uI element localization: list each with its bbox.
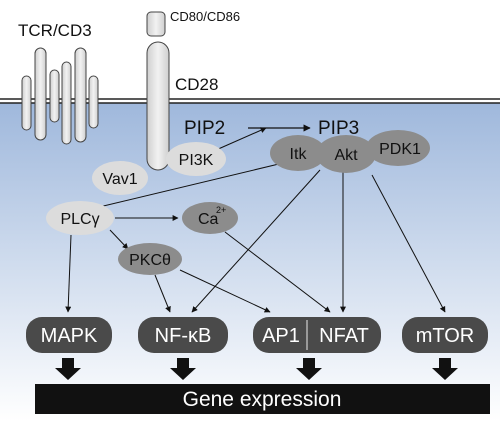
akt-node — [316, 135, 376, 173]
tcr-cd3-receptor — [21, 47, 99, 145]
transcription-factors: MAPK NF-κB AP1 NFAT mTOR — [26, 317, 488, 353]
cd80-label: CD80/CD86 — [170, 9, 240, 24]
mapk-box — [26, 317, 112, 353]
nfat-label: NFAT — [319, 325, 369, 347]
mtor-label: mTOR — [416, 325, 475, 347]
calcium-label: Ca — [198, 211, 219, 228]
pdk1-label: PDK1 — [379, 141, 421, 158]
block-arrows — [55, 358, 458, 380]
gene-expression-bar — [35, 384, 490, 414]
pi3k-label: PI3K — [179, 152, 214, 169]
gene-expression-label: Gene expression — [183, 388, 342, 411]
pkc-theta-label: PKCθ — [129, 252, 171, 269]
calcium-node — [182, 202, 238, 234]
cd28-receptor — [146, 41, 170, 171]
nfkb-label: NF-κB — [155, 325, 212, 347]
signal-arrows — [65, 127, 446, 313]
mtor-box — [402, 317, 488, 353]
ap1-label: AP1 — [262, 325, 300, 347]
ap1-nfat-box — [253, 317, 381, 353]
itk-node — [270, 135, 326, 171]
cd80-ligand — [146, 11, 166, 37]
plcg-node — [46, 201, 114, 235]
calcium-superscript: 2+ — [216, 205, 226, 215]
tcr-label: TCR/CD3 — [18, 21, 92, 40]
vav1-node — [92, 161, 148, 195]
pip2-label: PIP2 — [184, 118, 225, 139]
mapk-label: MAPK — [41, 325, 98, 347]
cd28-label: CD28 — [175, 75, 218, 94]
vav1-label: Vav1 — [102, 171, 137, 188]
pdk1-node — [366, 130, 430, 166]
pi3k-node — [166, 142, 226, 176]
pkc-theta-node — [118, 243, 182, 275]
nfkb-box — [138, 317, 228, 353]
pip3-label: PIP3 — [318, 118, 359, 139]
plcg-label: PLCγ — [60, 211, 99, 228]
itk-label: Itk — [290, 146, 308, 163]
akt-label: Akt — [334, 147, 358, 164]
